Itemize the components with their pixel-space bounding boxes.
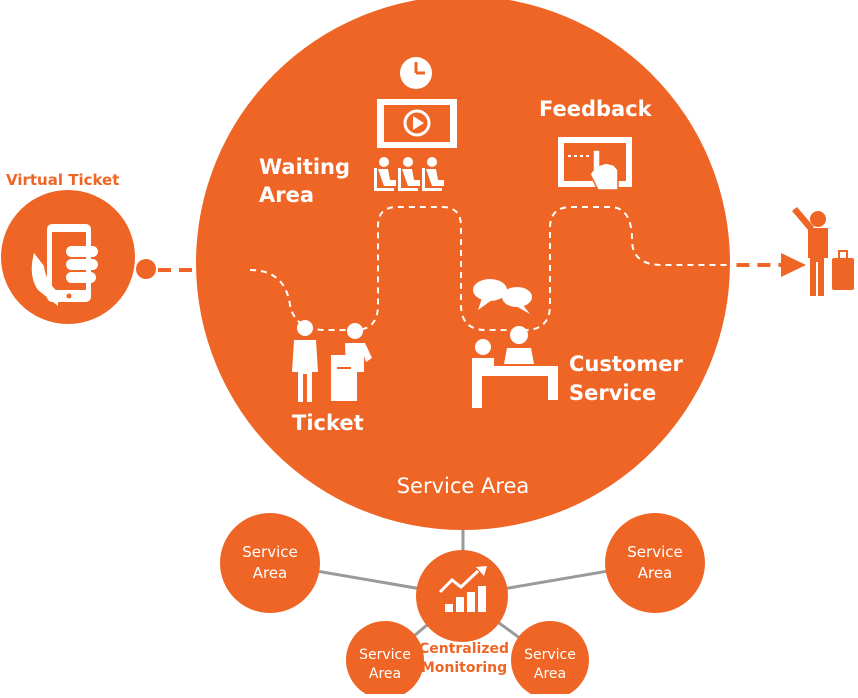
- customer-service-label: Customer Service: [569, 350, 683, 408]
- service-area-node-label-left-bottom: Service Area: [345, 646, 425, 684]
- service-area-node-left-top: [220, 513, 320, 613]
- node-left-bottom-line-1: Service: [359, 647, 411, 663]
- service-area-node-right-top: [605, 513, 705, 613]
- node-right-bottom-line-2: Area: [533, 666, 567, 682]
- node-right-top-line-2: Area: [637, 564, 673, 582]
- rising-chart-icon: [438, 566, 487, 612]
- touch-screen-icon: [558, 137, 632, 191]
- node-left-bottom-line-2: Area: [368, 666, 402, 682]
- waiting-area-label: Waiting Area: [259, 153, 350, 209]
- node-left-top-line-2: Area: [252, 564, 288, 582]
- service-desk-icon: [472, 326, 558, 408]
- service-area-main-label: Service Area: [396, 474, 530, 498]
- node-right-top-line-1: Service: [627, 543, 683, 561]
- waiting-area-line-1: Waiting: [259, 155, 351, 179]
- waiting-seats-icon: [374, 157, 444, 191]
- service-area-node-label-left-top: Service Area: [225, 542, 315, 584]
- centralized-monitoring-node: [416, 550, 508, 642]
- service-area-node-right-bottom: [511, 621, 589, 698]
- customer-service-line-1: Customer: [569, 352, 683, 376]
- flow-start-dot: [136, 259, 156, 279]
- ticket-counter-icon: [292, 320, 372, 402]
- ticket-label: Ticket: [292, 411, 364, 435]
- virtual-ticket-label: Virtual Ticket: [6, 171, 120, 189]
- chat-bubbles-icon: [473, 279, 532, 314]
- centralized-monitoring-label: Centralized Monitoring: [412, 640, 516, 678]
- flow-arrow-head: [781, 253, 806, 277]
- service-area-node-label-right-bottom: Service Area: [510, 646, 590, 684]
- centralized-monitoring-line-2: Monitoring: [420, 660, 508, 676]
- video-screen-icon: [377, 99, 457, 148]
- clock-icon: [400, 57, 432, 89]
- departing-traveler-icon: [792, 207, 854, 296]
- waiting-area-line-2: Area: [259, 183, 315, 207]
- hand-holding-phone-icon: [31, 224, 98, 306]
- node-left-top-line-1: Service: [242, 543, 298, 561]
- service-area-node-left-bottom: [346, 621, 424, 698]
- node-right-bottom-line-1: Service: [524, 647, 576, 663]
- customer-service-line-2: Service: [569, 381, 657, 405]
- centralized-monitoring-line-1: Centralized: [418, 641, 510, 657]
- feedback-label: Feedback: [539, 97, 652, 121]
- service-area-node-label-right-top: Service Area: [610, 542, 700, 584]
